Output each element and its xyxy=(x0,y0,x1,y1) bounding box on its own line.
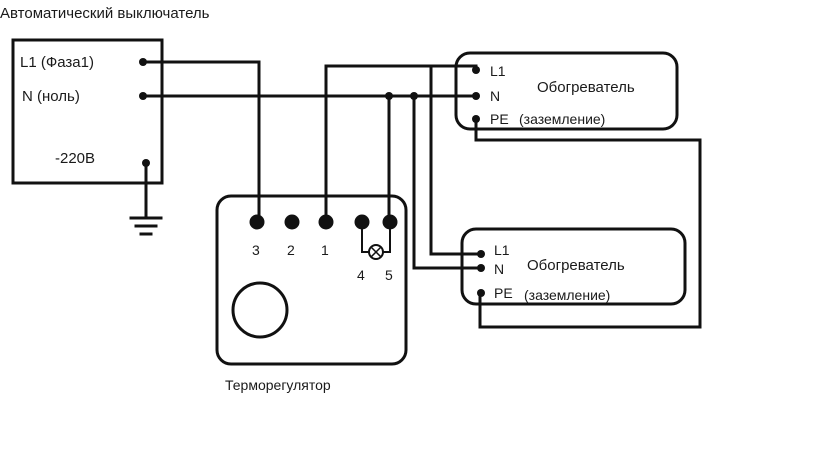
wire-pe xyxy=(474,117,702,329)
terminal-label-1: 1 xyxy=(321,242,329,258)
heater-2-pe-label: PE xyxy=(494,285,513,301)
heater-1-pe-note: (заземление) xyxy=(519,111,605,127)
terminal-label-3: 3 xyxy=(252,242,260,258)
heater-1-n-label: N xyxy=(490,88,500,104)
heater-1-title: Обогреватель xyxy=(537,79,635,96)
heater-1-pe-label: PE xyxy=(490,111,509,127)
thermostat-terminal-2 xyxy=(284,214,300,230)
breaker-box xyxy=(11,38,164,185)
heater-1-l1-terminal xyxy=(472,66,480,74)
thermostat-title: Терморегулятор xyxy=(225,377,331,393)
heater-2-pe-note: (заземление) xyxy=(524,287,610,303)
thermostat-terminal-3 xyxy=(249,214,265,230)
wire-n-to-heater-2 xyxy=(412,94,483,270)
terminal-label-5: 5 xyxy=(385,267,393,283)
thermostat-box xyxy=(215,194,408,366)
indicator-lamp-icon xyxy=(361,221,391,260)
heater-1-l1-label: L1 xyxy=(490,63,506,79)
breaker-l1-label: L1 (Фаза1) xyxy=(20,54,94,71)
heater-1-box xyxy=(454,51,679,131)
heater-2-title: Обогреватель xyxy=(527,257,625,274)
heater-2-l1-label: L1 xyxy=(494,242,510,258)
breaker-n-label: N (ноль) xyxy=(22,88,80,105)
wire-output-to-heater-2 xyxy=(429,64,483,256)
breaker-voltage-label: -220В xyxy=(55,150,95,167)
breaker-title: Автоматический выключатель xyxy=(0,5,210,22)
wire-output-to-heater-1 xyxy=(324,64,478,224)
wire-l1-to-thermostat xyxy=(141,60,261,224)
terminal-label-4: 4 xyxy=(357,267,365,283)
terminal-label-2: 2 xyxy=(287,242,295,258)
heater-2-n-label: N xyxy=(494,261,504,277)
thermostat-knob-icon xyxy=(231,281,289,339)
ground-icon xyxy=(129,161,163,236)
